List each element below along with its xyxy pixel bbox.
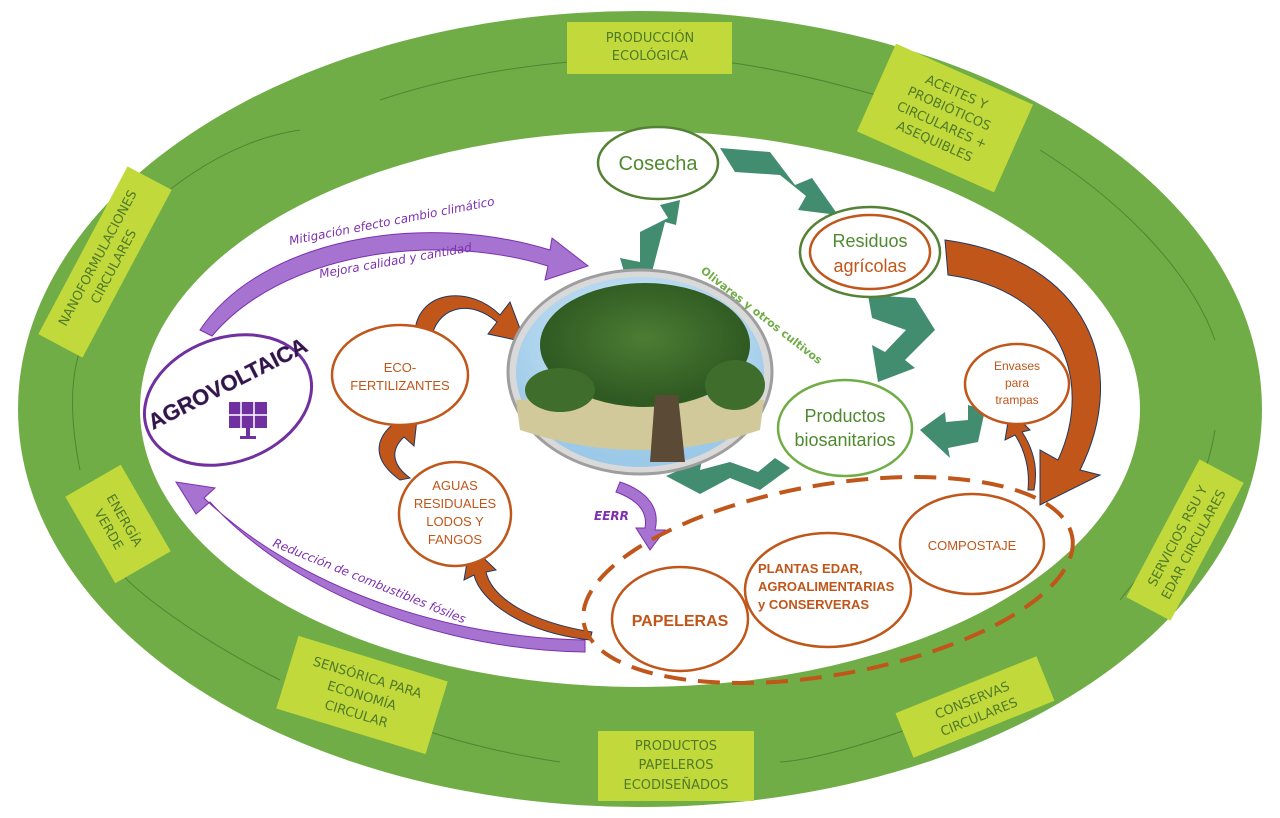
node-envases-label-3: trampas <box>995 393 1038 407</box>
ring-box-produccion-ecologica: PRODUCCIÓN ECOLÓGICA <box>567 22 732 74</box>
node-productos-label-2: biosanitarios <box>794 430 895 450</box>
green-arrow-productos-to-tree <box>666 458 790 494</box>
ring-box-text: PRODUCTOS <box>635 739 717 754</box>
node-papeleras-label: PAPELERAS <box>632 613 729 630</box>
ring-box-text: PAPELEROS <box>639 758 714 773</box>
node-residuos-label-1: Residuos <box>832 231 907 251</box>
node-compostaje: COMPOSTAJE <box>898 492 1046 596</box>
green-arrows <box>620 148 985 494</box>
node-envases-label-1: Envases <box>994 359 1040 373</box>
node-eco-label-1: ECO- <box>384 360 417 375</box>
node-plantas-edar: PLANTAS EDAR, AGROALIMENTARIAS y CONSERV… <box>743 531 913 649</box>
node-productos-label-1: Productos <box>804 406 885 426</box>
node-aguas-label-3: LODOS Y <box>426 514 484 529</box>
node-productos-biosanitarios: Productos biosanitarios <box>776 378 914 478</box>
node-residuos-label-2: agrícolas <box>833 256 906 276</box>
olive-tree-photo <box>506 268 774 476</box>
node-eco-fertilizantes: ECO- FERTILIZANTES <box>330 323 470 427</box>
green-arrow-envases-to-productos <box>920 405 985 458</box>
node-cosecha-label: Cosecha <box>619 153 699 175</box>
green-arrow-residuos-to-productos <box>868 295 935 382</box>
node-compostaje-label: COMPOSTAJE <box>928 538 1017 553</box>
ring-box-aceites-probioticos: ACEITES Y PROBIÓTICOS CIRCULARES + ASEQU… <box>856 43 1034 193</box>
ring-box-sensorica: SENSÓRICA PARA ECONOMÍA CIRCULAR <box>276 635 448 755</box>
eerr-label: EERR <box>594 509 629 523</box>
purple-arrow-top <box>199 232 590 337</box>
node-cosecha: Cosecha <box>596 125 720 201</box>
node-eco-label-2: FERTILIZANTES <box>350 378 450 393</box>
node-aguas-residuales: AGUAS RESIDUALES LODOS Y FANGOS <box>397 460 513 568</box>
node-plantas-label-1: PLANTAS EDAR, <box>758 561 862 576</box>
ring-box-text: ECODISEÑADOS <box>624 777 729 793</box>
agrovoltaica-node: AGROVOLTAICA <box>142 332 314 467</box>
orange-arrow-eco-to-tree <box>414 295 526 343</box>
node-aguas-label-2: RESIDUALES <box>414 496 497 511</box>
green-arrow-cosecha-to-residuos <box>720 148 838 215</box>
industrial-group-outline <box>581 475 1075 685</box>
node-envases-label-2: para <box>1005 376 1029 390</box>
purple-arrow-bottom <box>174 481 586 653</box>
solar-panel-icon <box>229 402 267 439</box>
ring-box-productos-papeleros: PRODUCTOS PAPELEROS ECODISEÑADOS <box>598 731 754 801</box>
node-aguas-label-1: AGUAS <box>432 478 478 493</box>
node-plantas-label-2: AGROALIMENTARIAS <box>758 579 895 594</box>
node-envases-trampas: Envases para trampas <box>963 342 1071 426</box>
ring-box-energia-verde: ENERGÍA VERDE <box>65 464 171 584</box>
node-plantas-label-3: y CONSERVERAS <box>758 597 869 612</box>
purple-arrow-eerr <box>615 481 666 551</box>
node-aguas-label-4: FANGOS <box>428 532 483 547</box>
green-arrow-tree-to-cosecha <box>620 200 680 275</box>
orange-arrow-residuos-to-compostaje <box>944 239 1102 506</box>
node-residuos-agricolas: Residuos agrícolas <box>798 205 942 299</box>
ring-box-text: PRODUCCIÓN <box>606 30 695 46</box>
node-papeleras: PAPELERAS <box>610 565 750 673</box>
ring-box-text: ECOLÓGICA <box>612 48 689 64</box>
